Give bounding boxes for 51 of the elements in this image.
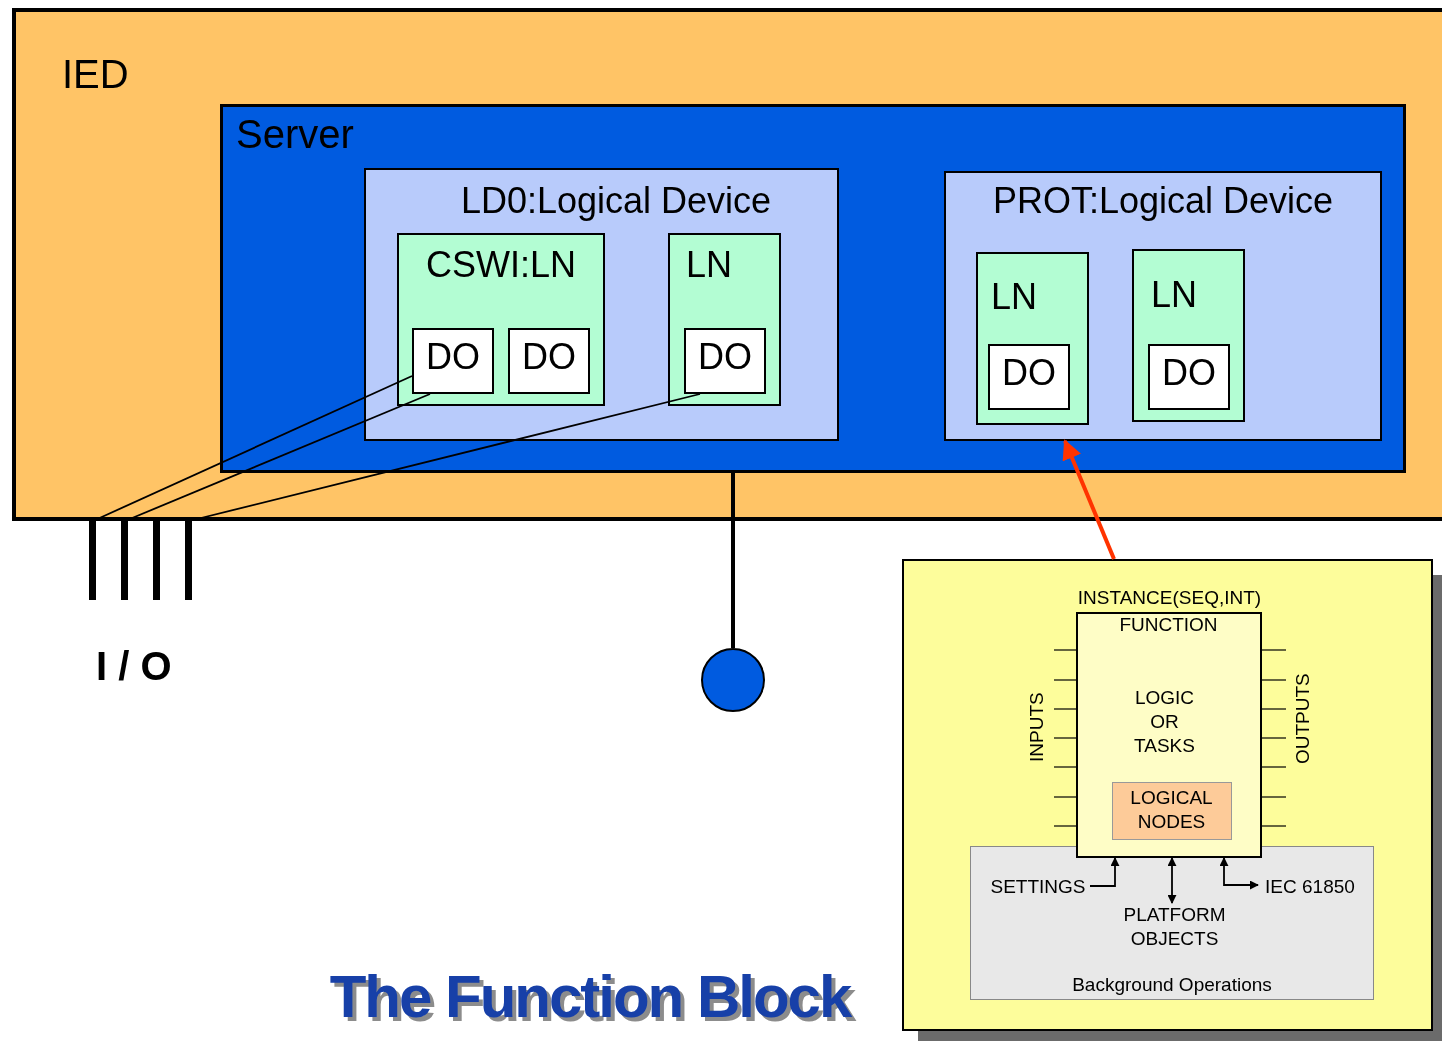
io-pin <box>121 521 128 600</box>
settings-label: SETTINGS <box>986 875 1090 899</box>
logical-device-box <box>944 171 1382 441</box>
node-label: LN <box>991 276 1039 318</box>
data-object-box <box>508 328 590 394</box>
server-panel <box>220 104 1406 473</box>
logical-device-box <box>364 168 839 441</box>
io-pin <box>89 521 96 600</box>
node-label: CSWI:LN <box>425 244 577 286</box>
function-text: LOGIC OR TASKS <box>1133 685 1196 758</box>
text-label: OUTPUTS <box>1292 673 1314 764</box>
terminal-circle <box>701 648 765 712</box>
node-label: DO <box>521 336 577 378</box>
arrow <box>1219 857 1259 890</box>
node-label: Server <box>236 112 355 157</box>
io-pin <box>153 521 160 600</box>
function-heading: FUNCTION <box>1118 613 1219 636</box>
connector-line <box>731 473 735 648</box>
arrow <box>1062 439 1116 560</box>
text-label: INPUTS <box>1026 692 1048 762</box>
node-label: DO <box>425 336 481 378</box>
standard-label: IEC 61850 <box>1258 875 1362 899</box>
node-label: LN <box>686 244 734 286</box>
io-pin <box>185 521 192 600</box>
instance-heading: INSTANCE(SEQ,INT) <box>1076 586 1263 609</box>
logical-node-box <box>1132 249 1245 422</box>
node-label: DO <box>1161 352 1217 394</box>
node-label: PROT:Logical Device <box>991 180 1335 222</box>
node-label: LN <box>1151 274 1199 316</box>
arrow <box>1089 857 1120 887</box>
title: The Function Block <box>328 962 853 1031</box>
background-operations-box <box>970 846 1374 1000</box>
platform-objects-label: PLATFORM OBJECTS <box>1112 903 1237 953</box>
function-block-panel <box>902 559 1433 1031</box>
node-label: DO <box>1001 352 1057 394</box>
data-object-box <box>684 328 766 394</box>
data-object-box <box>412 328 494 394</box>
logical-node-box <box>397 233 605 406</box>
node-label: LD0:Logical Device <box>459 180 773 222</box>
logical-node-box <box>976 252 1089 425</box>
node-label: Background Operations <box>1071 974 1273 996</box>
data-object-box <box>1148 344 1230 410</box>
node-label: DO <box>697 336 753 378</box>
device-frame <box>12 8 1442 521</box>
arrow <box>1167 857 1177 904</box>
logical-node-box <box>668 233 781 406</box>
node-label: LOGICAL NODES <box>1129 785 1214 834</box>
data-object-box <box>988 344 1070 410</box>
text-label: I / O <box>96 644 172 689</box>
node-label: IED <box>62 52 130 97</box>
logical-nodes-box <box>1111 781 1232 840</box>
